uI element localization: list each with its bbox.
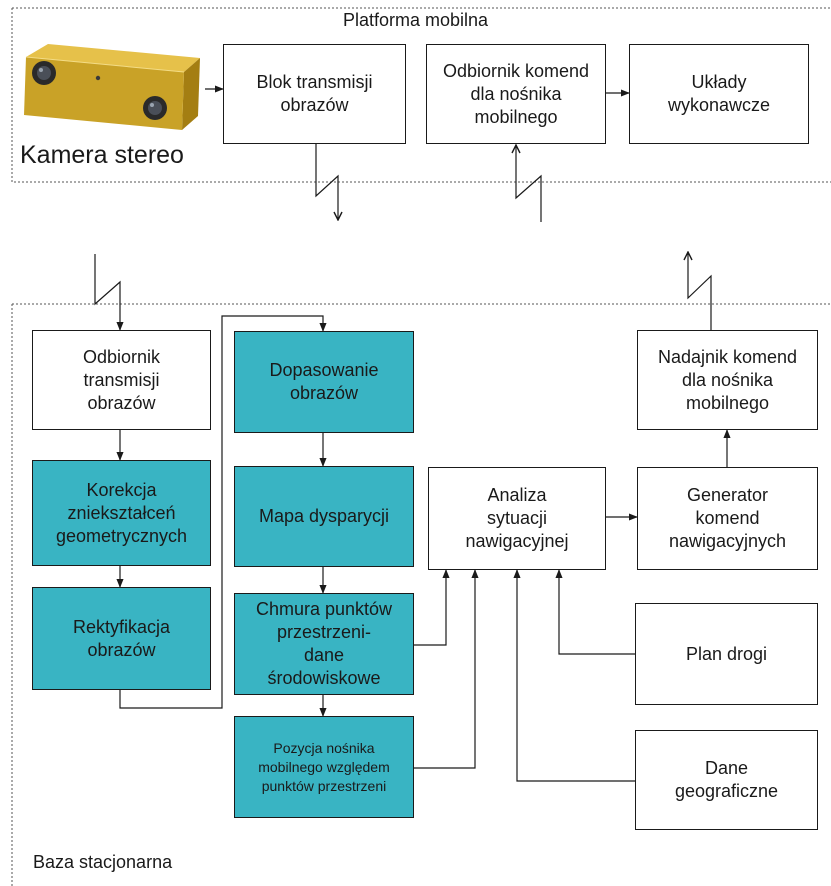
- base-region-title: Baza stacjonarna: [33, 852, 173, 872]
- wire-cloud-to-analysis: [414, 569, 450, 646]
- block-navigation-analysis: Analiza sytuacji nawigacyjnej: [428, 467, 606, 570]
- platform-region-frame: [11, 7, 831, 183]
- block-actuators: Układy wykonawcze: [629, 44, 809, 144]
- wireless-link-uplink-rx: [516, 145, 542, 222]
- wireless-link-uplink-tx: [688, 252, 712, 330]
- block-command-transmitter: Nadajnik komend dla nośnika mobilnego: [637, 330, 818, 430]
- wireless-link-downlink-tx: [315, 144, 338, 220]
- wireless-link-downlink-rx: [94, 254, 124, 331]
- platform-region-title: Platforma mobilna: [342, 10, 489, 30]
- block-geometric-correction: Korekcja zniekształceń geometrycznych: [32, 460, 211, 566]
- block-command-receiver: Odbiornik komend dla nośnika mobilnego: [426, 44, 606, 144]
- block-image-transmission: Blok transmisji obrazów: [223, 44, 406, 144]
- wire-geodata-to-analysis: [513, 569, 635, 782]
- wire-position-to-analysis: [414, 569, 479, 769]
- block-command-generator: Generator komend nawigacyjnych: [637, 467, 818, 570]
- block-image-receiver: Odbiornik transmisji obrazów: [32, 330, 211, 430]
- block-image-matching: Dopasowanie obrazów: [234, 331, 414, 433]
- wire-rectification-to-matching: [119, 315, 327, 709]
- block-rectification: Rektyfikacja obrazów: [32, 587, 211, 690]
- wire-roadplan-to-analysis: [555, 569, 635, 655]
- block-geographic-data: Dane geograficzne: [635, 730, 818, 830]
- block-carrier-position: Pozycja nośnika mobilnego względem punkt…: [234, 716, 414, 818]
- block-point-cloud: Chmura punktów przestrzeni- dane środowi…: [234, 593, 414, 695]
- camera-label: Kamera stereo: [20, 141, 184, 169]
- base-region-frame: [11, 303, 831, 886]
- block-road-plan: Plan drogi: [635, 603, 818, 705]
- stereo-camera-icon: [24, 44, 200, 130]
- block-disparity-map: Mapa dysparycji: [234, 466, 414, 567]
